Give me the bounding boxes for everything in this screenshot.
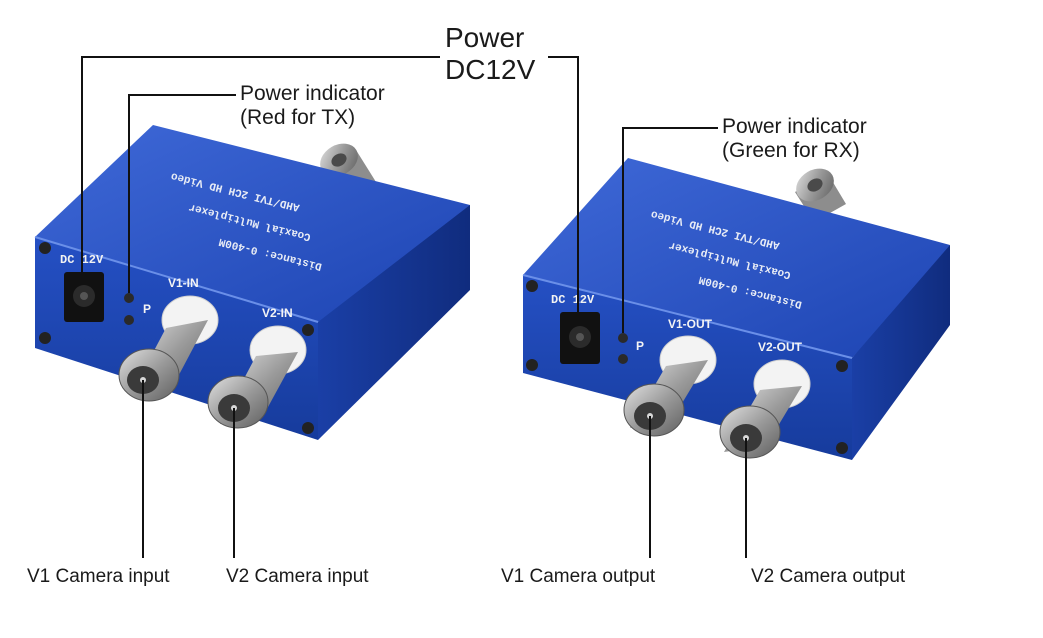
tx-side-face: [318, 205, 470, 440]
rx-screw-icon: [836, 360, 848, 372]
rx-indicator-callout: Power indicator (Green for RX): [722, 115, 867, 163]
tx-screw-icon: [39, 332, 51, 344]
tx-v2-bnc-connector: [207, 325, 307, 429]
power-callout-line2: DC12V: [445, 54, 536, 86]
rx-led-label: P: [636, 339, 644, 353]
rx-screw-icon: [836, 442, 848, 454]
rx-port1-label: V1-OUT: [668, 317, 713, 331]
power-callout-line1: Power: [445, 22, 525, 53]
tx-top-face: [35, 125, 470, 322]
power-callout: Power DC12V: [445, 22, 535, 86]
tx-device: AHD/TVI 2CH HD Video Coaxial Multiplexer…: [34, 125, 470, 440]
rx-led-indicator: [618, 333, 628, 343]
tx-screw-icon: [302, 324, 314, 336]
tx-port1-label: V1-IN: [168, 276, 199, 290]
tx-screw-icon: [302, 422, 314, 434]
tx-led-indicator: [124, 315, 134, 325]
tx-screw-icon: [39, 242, 51, 254]
v2-input-callout: V2 Camera input: [226, 566, 369, 587]
rx-device: AHD/TVI 2CH HD Video Coaxial Multiplexer…: [522, 158, 950, 460]
rx-indicator-callout-line2: (Green for RX): [722, 139, 860, 163]
rx-screw-icon: [526, 280, 538, 292]
rx-power-port-label: DC 12V: [551, 293, 595, 307]
tx-indicator-callout-line2: (Red for TX): [240, 106, 356, 130]
tx-port2-label: V2-IN: [262, 306, 293, 320]
tx-led-label: P: [143, 302, 151, 316]
rx-side-face: [852, 245, 950, 460]
tx-indicator-callout-line1: Power indicator: [240, 82, 385, 105]
rx-port2-label: V2-OUT: [758, 340, 803, 354]
v1-input-callout: V1 Camera input: [27, 566, 170, 587]
power-leader-line-rx: [548, 56, 579, 318]
rx-v2-bnc-connector: [719, 359, 811, 459]
v1-output-callout: V1 Camera output: [501, 566, 656, 587]
rx-screw-icon: [526, 359, 538, 371]
tx-led-indicator: [124, 293, 134, 303]
rx-indicator-leader-line: [622, 127, 718, 333]
rx-led-indicator: [618, 354, 628, 364]
rx-v1-bnc-connector: [623, 335, 717, 437]
tx-indicator-callout: Power indicator (Red for TX): [240, 82, 385, 130]
power-leader-line-tx: [81, 56, 440, 275]
v2-output-callout: V2 Camera output: [751, 566, 906, 587]
tx-indicator-leader-line: [128, 94, 236, 293]
rx-indicator-callout-line1: Power indicator: [722, 115, 867, 138]
rx-top-face: [523, 158, 950, 358]
leader-lines: [81, 56, 747, 558]
